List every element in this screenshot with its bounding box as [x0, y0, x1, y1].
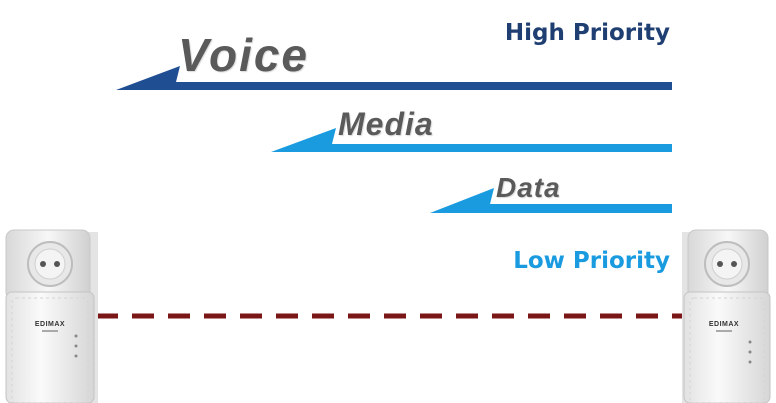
voice-arrow	[116, 66, 672, 90]
data-label: Data	[496, 172, 561, 203]
left-brand-text: EDIMAX	[35, 321, 65, 328]
voice-label: Voice	[178, 29, 310, 81]
right-adapter-body	[683, 291, 771, 403]
data-arrow	[430, 188, 672, 213]
left-device: EDIMAX	[5, 229, 98, 403]
media-label: Media	[338, 106, 434, 142]
right-device: EDIMAX	[682, 229, 771, 403]
left-adapter-body	[5, 291, 95, 403]
media-arrow	[271, 128, 672, 152]
low-priority-label: Low Priority	[513, 248, 670, 274]
high-priority-label: High Priority	[504, 20, 670, 46]
right-brand-text: EDIMAX	[709, 321, 739, 328]
